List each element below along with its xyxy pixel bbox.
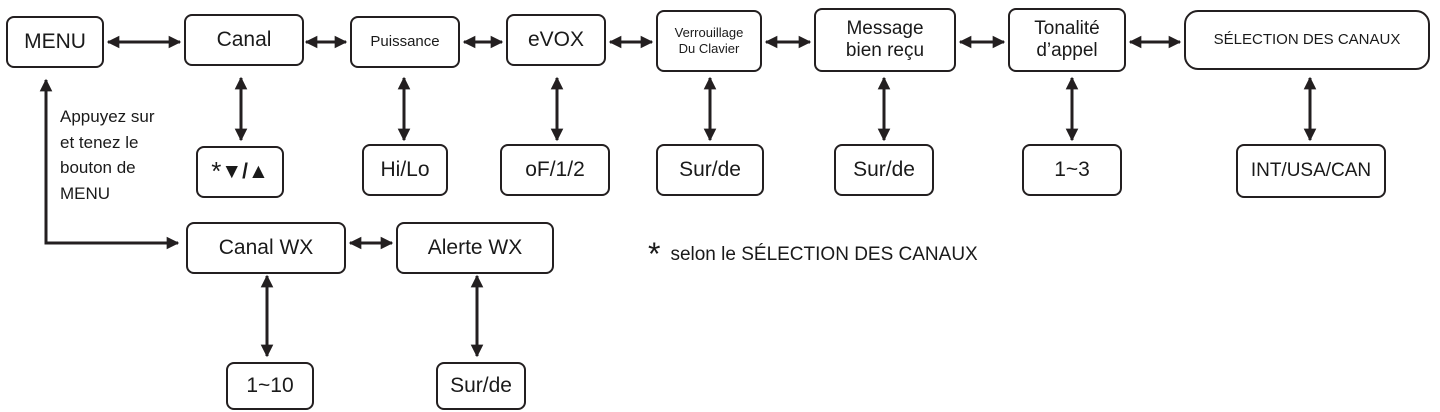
tonalite-label-line2: d’appel [1036,40,1098,61]
puissance-box: Puissance [350,16,460,68]
message-label-line2: bien reçu [845,40,925,61]
selection-box: SÉLECTION DES CANAUX [1184,10,1430,70]
alerte-wx-box: Alerte WX [396,222,554,274]
tonalite-box: Tonalité d’appel [1008,8,1126,72]
hold-note-line1: Appuyez sur [60,107,155,126]
puissance-value-box: Hi/Lo [362,144,448,196]
verrouillage-value: Sur/de [679,157,741,181]
verrouillage-label-line2: Du Clavier [678,41,740,56]
tonalite-label-line1: Tonalité [1034,18,1100,40]
message-value-box: Sur/de [834,144,934,196]
hold-menu-note: Appuyez sur et tenez le bouton de MENU [60,104,155,206]
alerte-wx-label: Alerte WX [427,235,523,259]
message-box: Message bien reçu [814,8,956,72]
footnote-asterisk: * [648,236,661,272]
message-value: Sur/de [853,157,915,181]
hold-note-line3: bouton de [60,158,136,177]
hold-note-line4: MENU [60,183,111,203]
selection-label: SÉLECTION DES CANAUX [1213,31,1401,49]
arrow-menu-hold [39,78,180,250]
menu-box: MENU [6,16,104,68]
hold-note-line2: et tenez le [60,132,139,152]
puissance-label: Puissance [370,33,440,51]
canal-wx-value-box: 1~10 [226,362,314,410]
message-label-line1: Message [846,18,924,40]
asterisk-marker: * [211,156,222,187]
footnote-text: selon le SÉLECTION DES CANAUX [670,244,978,265]
evox-label: eVOX [527,27,585,51]
evox-box: eVOX [506,14,606,66]
canal-wx-box: Canal WX [186,222,346,274]
selection-value: INT/USA/CAN [1250,160,1372,182]
selection-value-box: INT/USA/CAN [1236,144,1386,198]
alerte-wx-value: Sur/de [450,373,512,397]
alerte-wx-value-box: Sur/de [436,362,526,410]
footnote: * selon le SÉLECTION DES CANAUX [648,238,978,276]
tonalite-value: 1~3 [1054,157,1090,181]
evox-value: oF/1/2 [525,157,585,181]
canal-label: Canal [216,27,272,51]
menu-label: MENU [24,29,86,53]
tonalite-value-box: 1~3 [1022,144,1122,196]
verrouillage-value-box: Sur/de [656,144,764,196]
verrouillage-label-line1: Verrouillage [674,24,744,40]
puissance-value: Hi/Lo [380,157,430,181]
up-down-arrows: ▼/▲ [221,159,269,183]
canal-wx-label: Canal WX [218,235,314,259]
canal-box: Canal [184,14,304,66]
verrouillage-box: Verrouillage Du Clavier [656,10,762,72]
canal-value-box: * ▼/▲ [196,146,284,198]
evox-value-box: oF/1/2 [500,144,610,196]
canal-wx-value: 1~10 [246,373,294,397]
